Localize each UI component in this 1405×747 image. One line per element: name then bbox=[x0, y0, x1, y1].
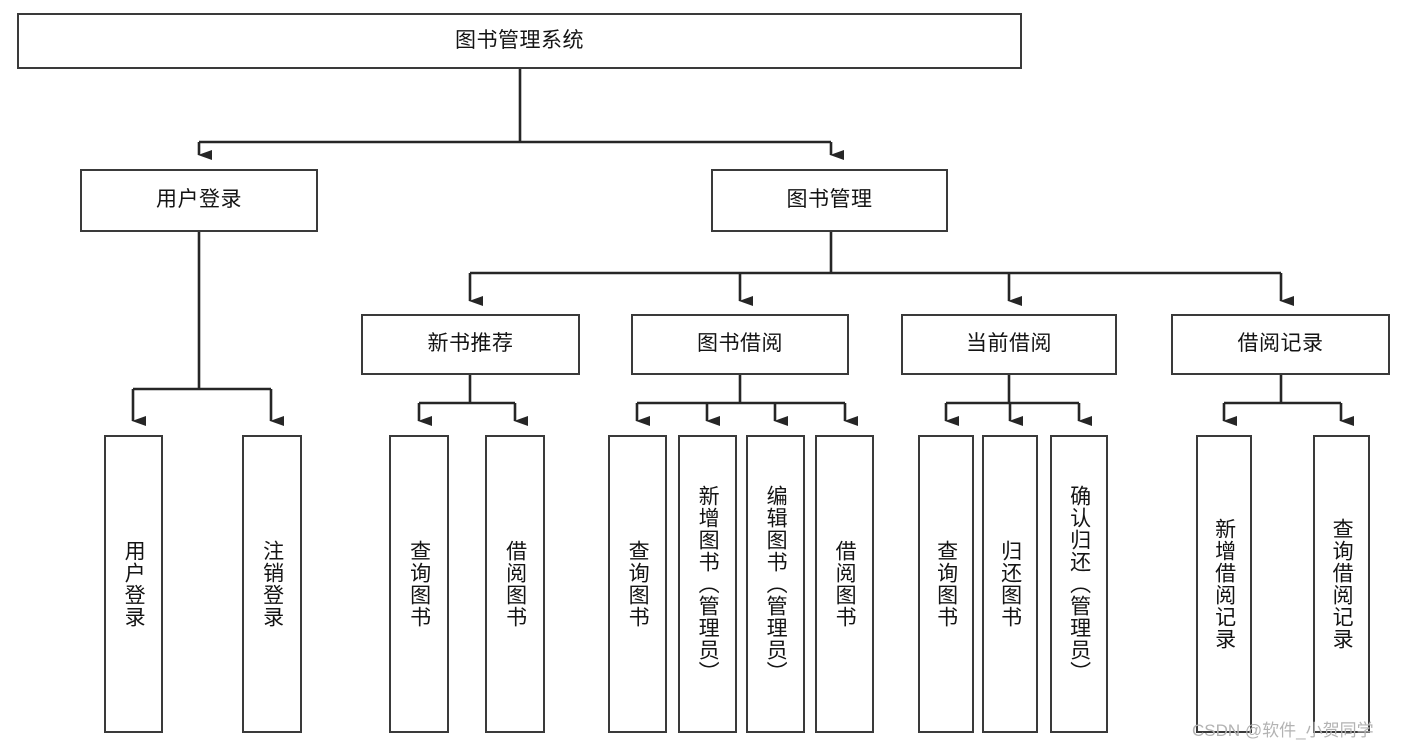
node-current-borrow[interactable]: 当前借阅 bbox=[901, 314, 1117, 375]
node-leaf-query-book-rec-label: 查询图书 bbox=[407, 540, 431, 628]
node-leaf-user-login[interactable]: 用户登录 bbox=[104, 435, 163, 733]
node-borrow-record[interactable]: 借阅记录 bbox=[1171, 314, 1390, 375]
node-current-borrow-label: 当前借阅 bbox=[966, 332, 1052, 356]
node-leaf-add-book[interactable]: 新增图书（管理员） bbox=[678, 435, 737, 733]
csdn-watermark: CSDN @软件_小贺同学 bbox=[1192, 721, 1374, 740]
node-borrow-record-label: 借阅记录 bbox=[1237, 332, 1324, 356]
node-leaf-query-book-current-label: 查询图书 bbox=[934, 540, 958, 628]
node-leaf-edit-book-label: 编辑图书（管理员） bbox=[764, 485, 788, 683]
node-book-borrow[interactable]: 图书借阅 bbox=[631, 314, 849, 375]
node-leaf-query-book-current[interactable]: 查询图书 bbox=[918, 435, 974, 733]
node-book-manage[interactable]: 图书管理 bbox=[711, 169, 948, 232]
node-leaf-logout[interactable]: 注销登录 bbox=[242, 435, 302, 733]
node-leaf-query-book-borrow-label: 查询图书 bbox=[626, 540, 650, 628]
node-leaf-confirm-return[interactable]: 确认归还（管理员） bbox=[1050, 435, 1108, 733]
node-root-label: 图书管理系统 bbox=[455, 28, 584, 52]
node-new-book-rec-label: 新书推荐 bbox=[427, 332, 514, 356]
node-book-borrow-label: 图书借阅 bbox=[697, 332, 783, 356]
node-leaf-add-borrow-record[interactable]: 新增借阅记录 bbox=[1196, 435, 1252, 733]
node-leaf-return-book-label: 归还图书 bbox=[998, 540, 1022, 628]
node-leaf-add-book-label: 新增图书（管理员） bbox=[696, 485, 720, 683]
node-leaf-borrow-book[interactable]: 借阅图书 bbox=[815, 435, 874, 733]
node-leaf-query-book-borrow[interactable]: 查询图书 bbox=[608, 435, 667, 733]
node-root[interactable]: 图书管理系统 bbox=[17, 13, 1022, 69]
node-leaf-confirm-return-label: 确认归还（管理员） bbox=[1067, 485, 1091, 683]
node-leaf-logout-label: 注销登录 bbox=[260, 540, 284, 628]
node-leaf-return-book[interactable]: 归还图书 bbox=[982, 435, 1038, 733]
node-leaf-query-borrow-record[interactable]: 查询借阅记录 bbox=[1313, 435, 1370, 733]
node-user-login[interactable]: 用户登录 bbox=[80, 169, 318, 232]
node-leaf-add-borrow-record-label: 新增借阅记录 bbox=[1212, 518, 1236, 650]
node-leaf-edit-book[interactable]: 编辑图书（管理员） bbox=[746, 435, 805, 733]
node-user-login-label: 用户登录 bbox=[156, 188, 242, 212]
node-leaf-borrow-book-rec-label: 借阅图书 bbox=[503, 540, 527, 628]
node-leaf-query-borrow-record-label: 查询借阅记录 bbox=[1330, 518, 1354, 650]
node-leaf-borrow-book-rec[interactable]: 借阅图书 bbox=[485, 435, 545, 733]
node-book-manage-label: 图书管理 bbox=[786, 188, 873, 212]
node-leaf-user-login-label: 用户登录 bbox=[122, 540, 146, 628]
node-new-book-rec[interactable]: 新书推荐 bbox=[361, 314, 580, 375]
node-leaf-query-book-rec[interactable]: 查询图书 bbox=[389, 435, 449, 733]
node-leaf-borrow-book-label: 借阅图书 bbox=[833, 540, 857, 628]
